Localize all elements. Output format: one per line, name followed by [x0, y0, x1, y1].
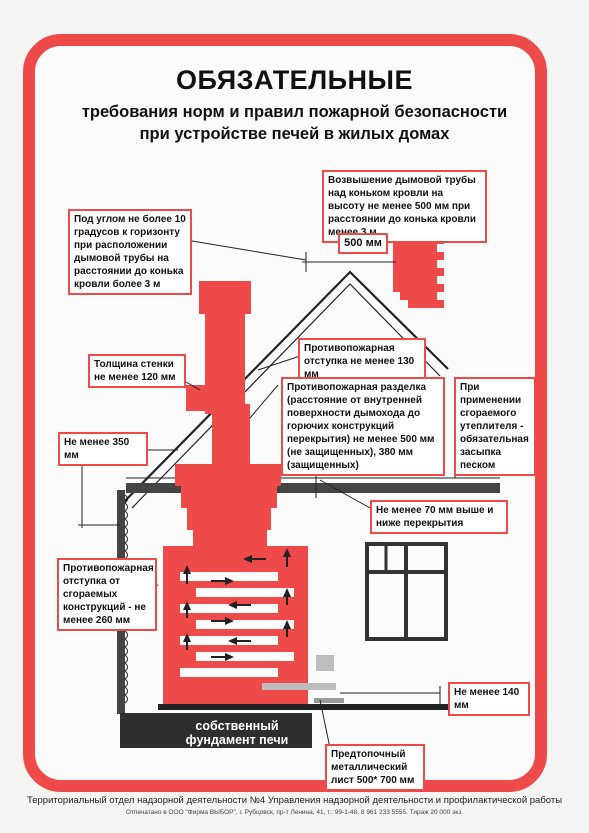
house-window: [365, 542, 448, 641]
foundation-label: собственный фундамент печи: [163, 719, 311, 747]
callout-min-70: Не менее 70 мм выше и ниже перекрытия: [370, 500, 508, 534]
small-chimney: [393, 228, 444, 308]
callout-metal-sheet: Предтопочный металлический лист 500* 700…: [325, 744, 425, 791]
chimney-lower: [212, 414, 238, 464]
callout-chimney-height: Возвышение дымовой трубы над коньком кро…: [322, 170, 487, 243]
callout-min-140: Не менее 140 мм: [448, 682, 530, 716]
chimney-cap: [199, 281, 251, 314]
callout-insulation: При применении сгораемого утеплителя - о…: [454, 377, 536, 476]
callout-wall-thickness: Толщина стенки не менее 120 мм: [88, 354, 186, 388]
chimney-otkos: [186, 385, 208, 411]
footer-organization: Территориальный отдел надзорной деятельн…: [26, 795, 563, 806]
poster-title: ОБЯЗАТЕЛЬНЫЕ: [175, 65, 413, 95]
chimney-stack: [205, 314, 245, 414]
attic-floor: [126, 483, 500, 493]
metal-sheet: [314, 698, 344, 703]
callout-angle: Под углом не более 10 градусов к горизон…: [68, 209, 192, 295]
footer-print-info: Отпечатано в ООО "Фирма ВЫБОР", г. Рубцо…: [125, 809, 464, 816]
chimney-flue: [238, 404, 250, 464]
callout-wall-gap: Противопожарная отступка от сгораемых ко…: [57, 558, 157, 631]
firebox-door: [316, 655, 334, 671]
foundation-label-line2: фундамент печи: [185, 733, 289, 747]
stove-foundation: [120, 713, 312, 748]
roof-outline: [117, 270, 449, 509]
flow-arrows: [183, 548, 291, 661]
callout-firebreak: Противопожарная разделка (расстояние от …: [281, 377, 445, 476]
foundation-label-line1: собственный: [195, 719, 279, 733]
poster-subtitle-2: при устройстве печей в жилых домах: [139, 125, 450, 143]
ground-line: [158, 704, 502, 710]
poster-subtitle-1: требования норм и правил пожарной безопа…: [81, 103, 508, 121]
callout-500mm: 500 мм: [338, 233, 388, 254]
callout-min-350: Не менее 350 мм: [58, 432, 148, 466]
